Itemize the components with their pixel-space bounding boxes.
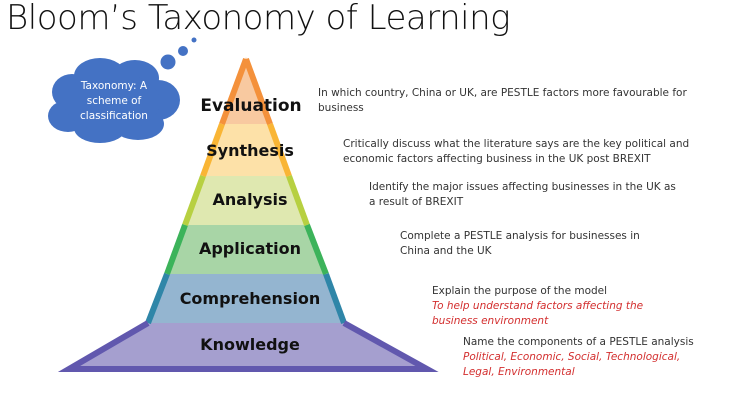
description-synthesis: Critically discuss what the literature s… [343, 137, 693, 167]
description-text: Explain the purpose of the model [432, 285, 608, 297]
page-title: Bloom’s Taxonomy of Learning [6, 0, 511, 38]
level-label-synthesis: Synthesis [206, 141, 294, 160]
description-example: Political, Economic, Social, Technologic… [463, 351, 681, 378]
level-label-knowledge: Knowledge [200, 335, 300, 354]
level-label-evaluation: Evaluation [200, 96, 302, 116]
layer-synthesis [203, 124, 289, 176]
layer-application [167, 225, 326, 274]
cloud-line: classification [80, 110, 148, 122]
description-comprehension: Explain the purpose of the model To help… [432, 284, 662, 329]
cloud-line: scheme of [86, 95, 142, 107]
description-text: Critically discuss what the literature s… [343, 138, 690, 165]
cloud-line: Taxonomy: A [80, 80, 148, 92]
pyramid-layers [57, 57, 439, 372]
level-label-comprehension: Comprehension [179, 289, 321, 308]
thought-cloud [48, 37, 197, 143]
description-text: Complete a PESTLE analysis for businesse… [400, 230, 640, 257]
description-text: Identify the major issues affecting busi… [369, 181, 676, 208]
layer-evaluation [222, 57, 270, 124]
description-analysis: Identify the major issues affecting busi… [369, 180, 679, 210]
level-label-analysis: Analysis [212, 190, 288, 209]
description-text: Name the components of a PESTLE analysis [463, 336, 694, 348]
description-knowledge: Name the components of a PESTLE analysis… [463, 335, 703, 380]
layer-comprehension [148, 274, 344, 323]
description-evaluation: In which country, China or UK, are PESTL… [318, 86, 688, 116]
description-example: To help understand factors affecting the… [432, 300, 644, 327]
description-application: Complete a PESTLE analysis for businesse… [400, 229, 650, 259]
description-text: In which country, China or UK, are PESTL… [318, 87, 687, 114]
layer-analysis [185, 176, 307, 225]
layer-knowledge [66, 323, 430, 372]
level-label-application: Application [198, 239, 302, 258]
cloud-caption: Taxonomy: A scheme of classification [72, 79, 156, 124]
